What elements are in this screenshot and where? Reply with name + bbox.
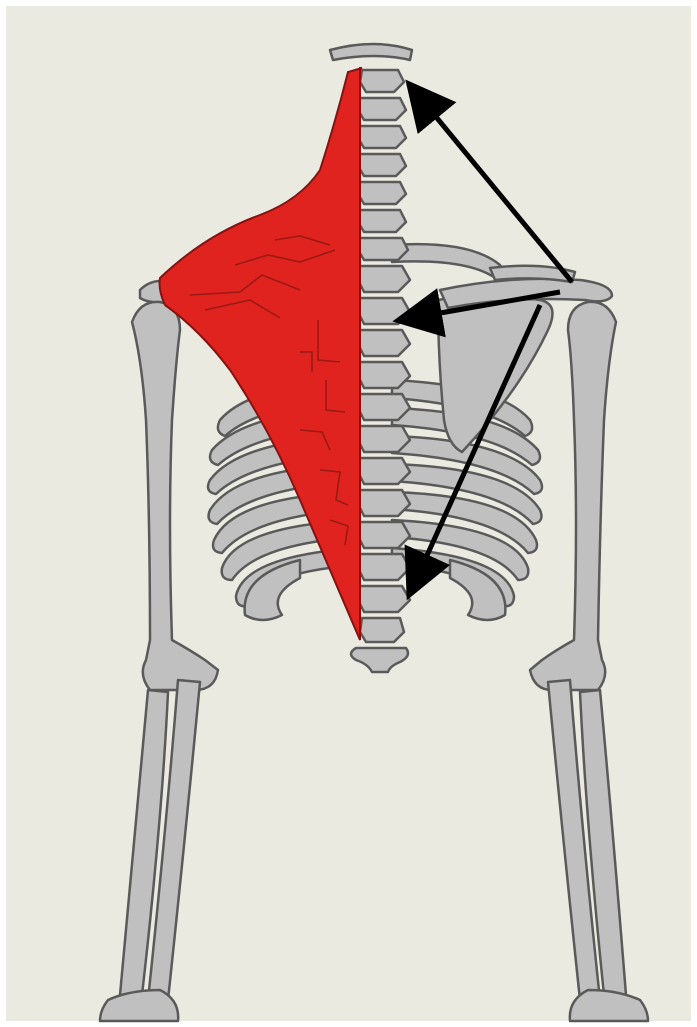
skeleton-trapezius-diagram (0, 0, 697, 1027)
anatomy-figure (0, 0, 697, 1027)
